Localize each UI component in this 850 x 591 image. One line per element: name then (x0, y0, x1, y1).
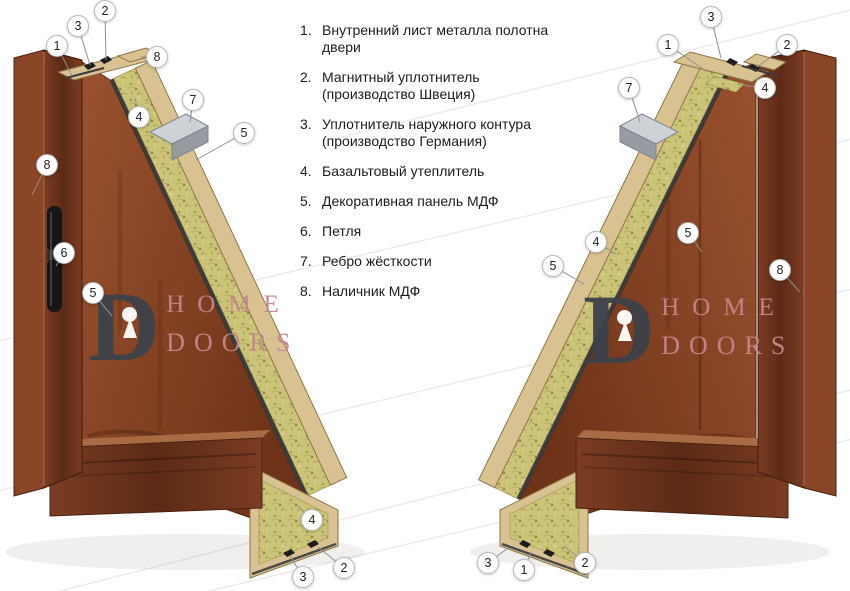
right-door-leaf-edge (757, 49, 805, 489)
legend-item-text: Базальтовый утеплитель (322, 163, 485, 179)
left-hinge (47, 206, 62, 312)
left-bottom-rail-section (249, 465, 339, 579)
right-metal-sheet-layer (516, 73, 728, 500)
legend-item-text: Петля (322, 223, 362, 239)
left-door-base (49, 430, 270, 517)
right-top-insulation (705, 75, 745, 93)
right-metal-sheet-top (741, 65, 779, 77)
legend-item: 6. Петля (300, 223, 590, 240)
left-casing-mdf (13, 49, 45, 497)
legend-item-number: 8. (300, 283, 312, 299)
homedoors-logo-d: D (583, 280, 655, 380)
watermark-home-doors: D HOME DOORS (583, 280, 794, 380)
legend-item: 5. Декоративная панель МДФ (300, 193, 590, 210)
left-metal-sheet-layer (110, 78, 309, 498)
legend-item-text: Внутренний лист металла полотна двери (322, 22, 549, 55)
legend-item: 2. Магнитный уплотнитель (производство Ш… (300, 69, 590, 103)
legend-item: 3. Уплотнитель наружного контура (произв… (300, 116, 590, 150)
legend-item-number: 4. (300, 163, 312, 179)
keyhole-icon (122, 307, 137, 338)
watermark-line1: HOME (661, 294, 787, 321)
legend-item-number: 5. (300, 193, 312, 209)
right-contour-seal (726, 58, 738, 66)
legend-item: 4. Базальтовый утеплитель (300, 163, 590, 180)
legend-item-number: 1. (300, 22, 312, 38)
watermark-text: HOME DOORS (661, 294, 794, 361)
legend-item-text: Уплотнитель наружного контура (производс… (322, 116, 531, 149)
watermark-line1: HOME (166, 291, 292, 318)
keyhole-icon (617, 310, 632, 341)
legend-item-text: Наличник МДФ (322, 283, 421, 299)
legend-item-number: 2. (300, 69, 312, 85)
legend-item-text: Декоративная панель МДФ (322, 193, 499, 209)
right-door-base (575, 430, 796, 519)
legend-list: 1. Внутренний лист металла полотна двери… (300, 22, 590, 300)
left-bottom-seal (283, 549, 295, 557)
watermark-line2: DOORS (166, 328, 300, 357)
legend-item-number: 6. (300, 223, 312, 239)
left-metal-sheet-top (65, 67, 105, 79)
watermark-home-doors: D HOME DOORS (88, 277, 299, 377)
legend-item-text: Ребро жёсткости (322, 253, 432, 269)
right-bottom-seal (543, 549, 555, 557)
right-casing-mdf (803, 49, 837, 497)
legend-item: 1. Внутренний лист металла полотна двери (300, 22, 590, 56)
watermark-line2: DOORS (661, 331, 795, 360)
legend: 1. Внутренний лист металла полотна двери… (300, 22, 590, 313)
legend-item-number: 7. (300, 253, 312, 269)
legend-item-text: Магнитный уплотнитель (производство Швец… (322, 69, 480, 102)
legend-item: 7. Ребро жёсткости (300, 253, 590, 270)
homedoors-logo-d: D (88, 277, 160, 377)
legend-item: 8. Наличник МДФ (300, 283, 590, 300)
left-contour-seal (84, 62, 96, 70)
watermark-text: HOME DOORS (166, 291, 299, 358)
left-bottom-seal (307, 540, 319, 548)
legend-item-number: 3. (300, 116, 312, 132)
right-bottom-seal (519, 540, 531, 548)
